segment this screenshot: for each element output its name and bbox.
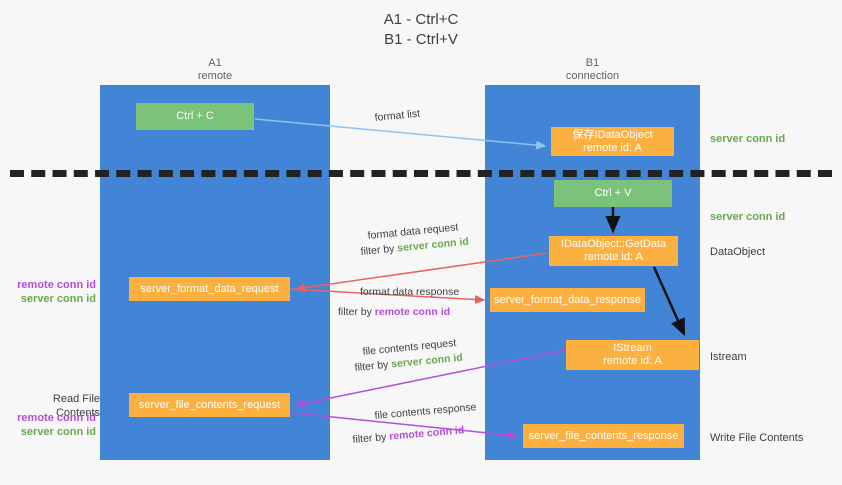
label-right-server-conn-id-mid: server conn id [710,211,786,223]
phase-divider [10,170,832,177]
box-istream[interactable]: IStream remote id: A [566,340,699,370]
label-right-server-conn-id-top: server conn id [710,133,786,145]
filter-prefix: filter by [338,306,375,318]
label-left-remote-conn-id-top: remote conn id [17,279,96,291]
label-left-remote-conn-id-bottom: remote conn id [17,412,96,424]
filter-prefix: filter by [352,430,390,446]
filter-prefix: filter by [354,358,392,374]
label-left-server-conn-id-bottom: server conn id [20,426,96,438]
label-left-conn-ids-bottom: remote conn id server conn id [8,411,96,439]
filter-value-remote-conn-id: remote conn id [374,306,451,318]
box-server-format-data-request[interactable]: server_format_data_request [129,277,290,301]
edge-label-format-data-response-filter: filter by remote conn id [338,305,450,319]
box-ctrl-v[interactable]: Ctrl + V [554,180,672,207]
filter-prefix: filter by [360,242,398,258]
edge-label-format-data-response: format data response [360,286,460,298]
label-left-server-conn-id-top: server conn id [20,293,96,305]
label-right-dataobject: DataObject [710,246,766,258]
label-right-istream: Istream [710,351,747,363]
edge-label-file-contents-response: file contents response [374,401,477,422]
box-idataobject[interactable]: 保存IDataObject remote id: A [551,127,674,156]
edge-label-format-list: format list [374,107,421,124]
box-server-file-contents-response[interactable]: server_file_contents_response [523,424,684,448]
label-right-write-file-contents: Write File Contents [710,432,804,444]
lane-header-b1: B1 connection [565,57,620,82]
box-idataobject-getdata[interactable]: IDataObject::GetData remote id: A [549,236,678,266]
edge-label-file-contents-response-filter: filter by remote conn id [352,423,465,447]
label-left-conn-ids-top: remote conn id server conn id [8,278,96,306]
box-server-file-contents-request[interactable]: server_file_contents_request [129,393,290,417]
box-ctrl-c[interactable]: Ctrl + C [136,103,254,130]
page-title: A1 - Ctrl+C B1 - Ctrl+V [383,11,459,48]
filter-value-remote-conn-id: remote conn id [388,424,465,443]
label-left-read-file-contents: Read File Contents [52,393,100,419]
box-server-format-data-response[interactable]: server_format_data_response [490,288,645,312]
lane-header-a1: A1 remote [197,57,233,82]
